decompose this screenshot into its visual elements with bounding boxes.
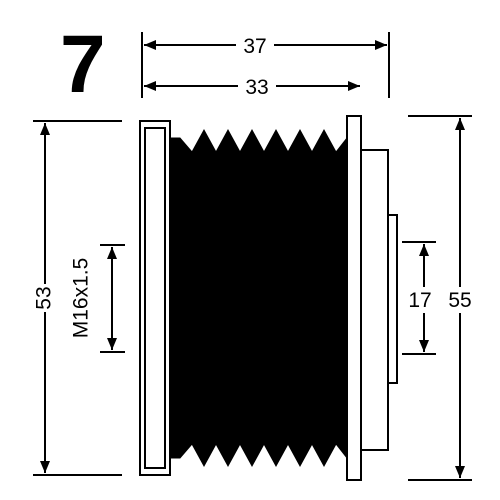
- width-dimensions: 37 33: [141, 32, 390, 99]
- label-mask-33: [238, 74, 276, 98]
- label-mask-37: [236, 33, 274, 57]
- dimension-label-53: 53: [33, 286, 56, 309]
- label-mask-55: [441, 287, 479, 313]
- diameter-dimension-53: 53: [29, 120, 122, 476]
- outer-dimension-label: 55: [448, 289, 471, 312]
- hub: [360, 149, 389, 451]
- dimension-label-33: 33: [245, 76, 268, 99]
- label-mask-17: [405, 287, 435, 313]
- pulley-body: [139, 115, 398, 481]
- dimension-label-37: 37: [243, 35, 266, 58]
- right-flange: [346, 115, 362, 481]
- part-number: 7: [60, 19, 106, 110]
- left-flange-inner: [144, 127, 166, 469]
- hub-dimension-label: 17: [408, 289, 431, 312]
- hub-dimension: 17: [402, 241, 436, 355]
- thread-label: M16x1.5: [70, 258, 93, 339]
- label-mask-53: [29, 284, 61, 312]
- thread-dimension: M16x1.5: [70, 244, 125, 353]
- grooved-section: [169, 128, 351, 468]
- hub-nose: [387, 214, 398, 384]
- outer-diameter-dimension: 55: [408, 115, 479, 481]
